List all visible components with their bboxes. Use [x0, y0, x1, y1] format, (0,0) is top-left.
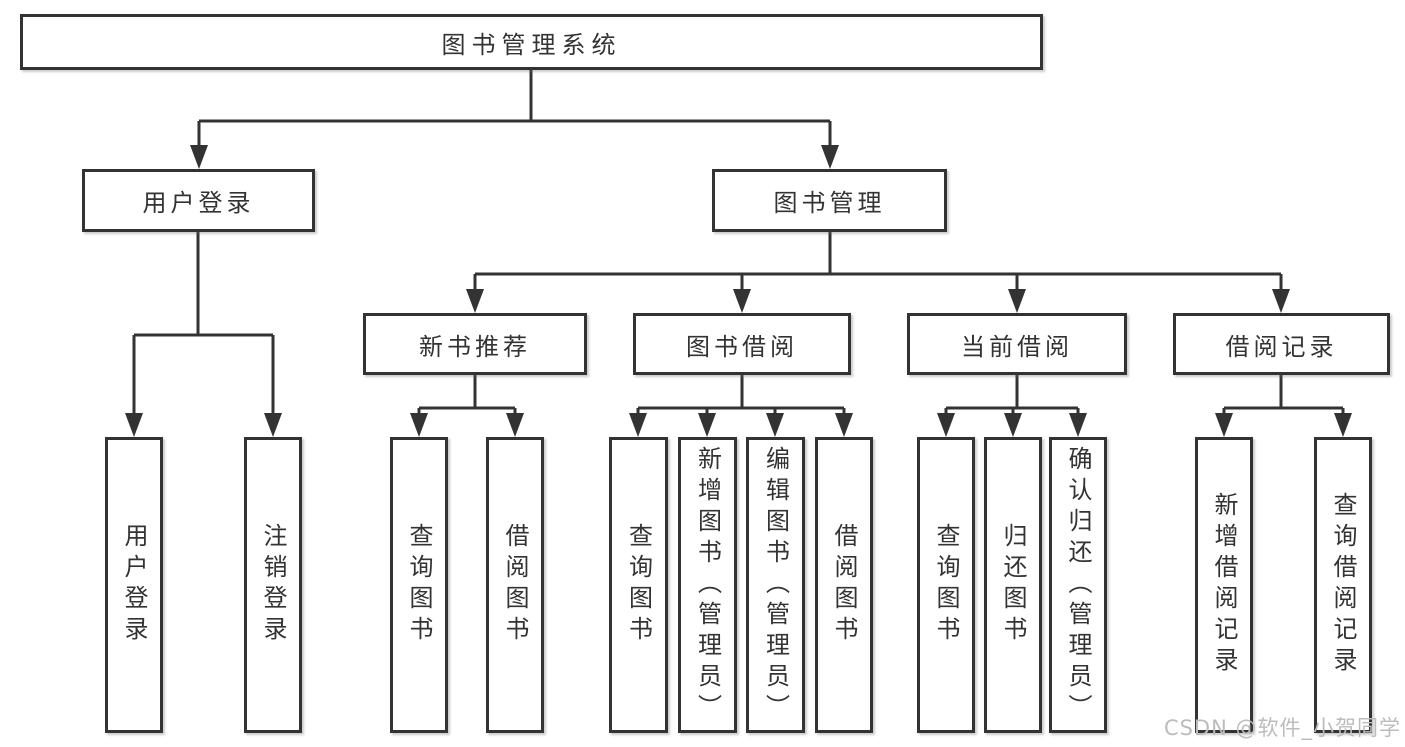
- leaf-confirm-return-admin: 确认归还（管理员）: [1049, 437, 1107, 733]
- leaf-borrow-books-recommend: 借阅图书: [486, 437, 544, 733]
- leaf-query-books-borrowing: 查询图书: [609, 437, 668, 733]
- leaf-query-borrow-record: 查询借阅记录: [1314, 437, 1372, 733]
- leaf-logout: 注销登录: [244, 437, 302, 733]
- node-borrowing-records: 借阅记录: [1173, 313, 1390, 375]
- node-root: 图书管理系统: [20, 14, 1043, 70]
- leaf-query-books-current: 查询图书: [917, 437, 975, 733]
- leaf-add-book-admin: 新增图书（管理员）: [678, 437, 737, 733]
- node-current-borrowing: 当前借阅: [907, 313, 1127, 375]
- node-user-login: 用户登录: [82, 169, 315, 232]
- node-book-borrowing: 图书借阅: [633, 313, 851, 375]
- leaf-user-login: 用户登录: [105, 437, 163, 733]
- node-book-management: 图书管理: [712, 169, 947, 232]
- node-new-book-recommend: 新书推荐: [363, 313, 587, 375]
- leaf-return-books: 归还图书: [984, 437, 1042, 733]
- leaf-borrow-books-borrowing: 借阅图书: [815, 437, 873, 733]
- leaf-query-books-recommend: 查询图书: [390, 437, 448, 733]
- leaf-add-borrow-record: 新增借阅记录: [1195, 437, 1253, 733]
- leaf-edit-book-admin: 编辑图书（管理员）: [746, 437, 805, 733]
- csdn-watermark: CSDN @软件_小贺同学: [1163, 716, 1401, 740]
